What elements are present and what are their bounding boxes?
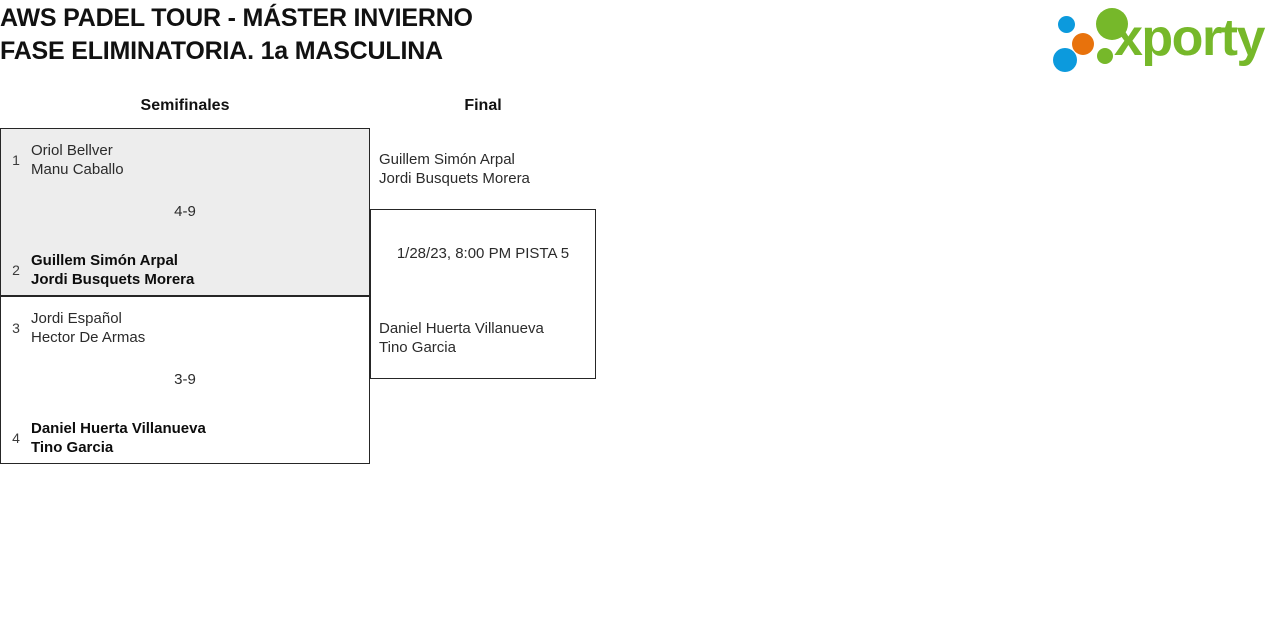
blue-dot-large-icon	[1053, 48, 1077, 72]
page-title: AWS PADEL TOUR - MÁSTER INVIERNO FASE EL…	[0, 4, 473, 65]
match-team-row[interactable]: 2 Guillem Simón Arpal Jordi Busquets Mor…	[1, 251, 369, 289]
match-semifinal-1[interactable]: 1 Oriol Bellver Manu Caballo 4-9 2 Guill…	[0, 128, 370, 296]
match-team-row[interactable]: 3 Jordi Español Hector De Armas	[1, 309, 369, 347]
team-players: Daniel Huerta Villanueva Tino Garcia	[31, 420, 206, 456]
orange-dot-icon	[1072, 33, 1094, 55]
match-score: 3-9	[174, 371, 196, 388]
match-team-row[interactable]: 4 Daniel Huerta Villanueva Tino Garcia	[1, 419, 369, 457]
brand-wordmark: xporty	[1114, 9, 1265, 67]
team-players: Oriol Bellver Manu Caballo	[31, 142, 124, 178]
final-team-bottom: Daniel Huerta Villanueva Tino Garcia	[379, 320, 544, 356]
seed-number: 2	[12, 262, 20, 278]
logo-dots-cluster	[1048, 6, 1128, 72]
match-final[interactable]: Guillem Simón Arpal Jordi Busquets Morer…	[370, 151, 596, 379]
match-team-row[interactable]: 1 Oriol Bellver Manu Caballo	[1, 141, 369, 179]
final-team-top: Guillem Simón Arpal Jordi Busquets Morer…	[379, 151, 530, 187]
round-heading-final: Final	[464, 97, 502, 114]
page-header: AWS PADEL TOUR - MÁSTER INVIERNO FASE EL…	[0, 0, 1280, 90]
seed-number: 3	[12, 320, 20, 336]
match-semifinal-2[interactable]: 3 Jordi Español Hector De Armas 3-9 4 Da…	[0, 296, 370, 464]
team-players: Guillem Simón Arpal Jordi Busquets Morer…	[31, 252, 195, 288]
match-score: 4-9	[174, 203, 196, 220]
team-players: Jordi Español Hector De Armas	[31, 310, 146, 346]
green-dot-large-icon	[1096, 8, 1128, 40]
seed-number: 4	[12, 430, 20, 446]
green-dot-small-icon	[1097, 48, 1113, 64]
xporty-logo[interactable]: xporty	[1042, 4, 1272, 72]
seed-number: 1	[12, 152, 20, 168]
final-schedule: 1/28/23, 8:00 PM PISTA 5	[396, 245, 570, 262]
blue-dot-small-icon	[1058, 16, 1075, 33]
round-heading-semifinals: Semifinales	[140, 97, 230, 114]
